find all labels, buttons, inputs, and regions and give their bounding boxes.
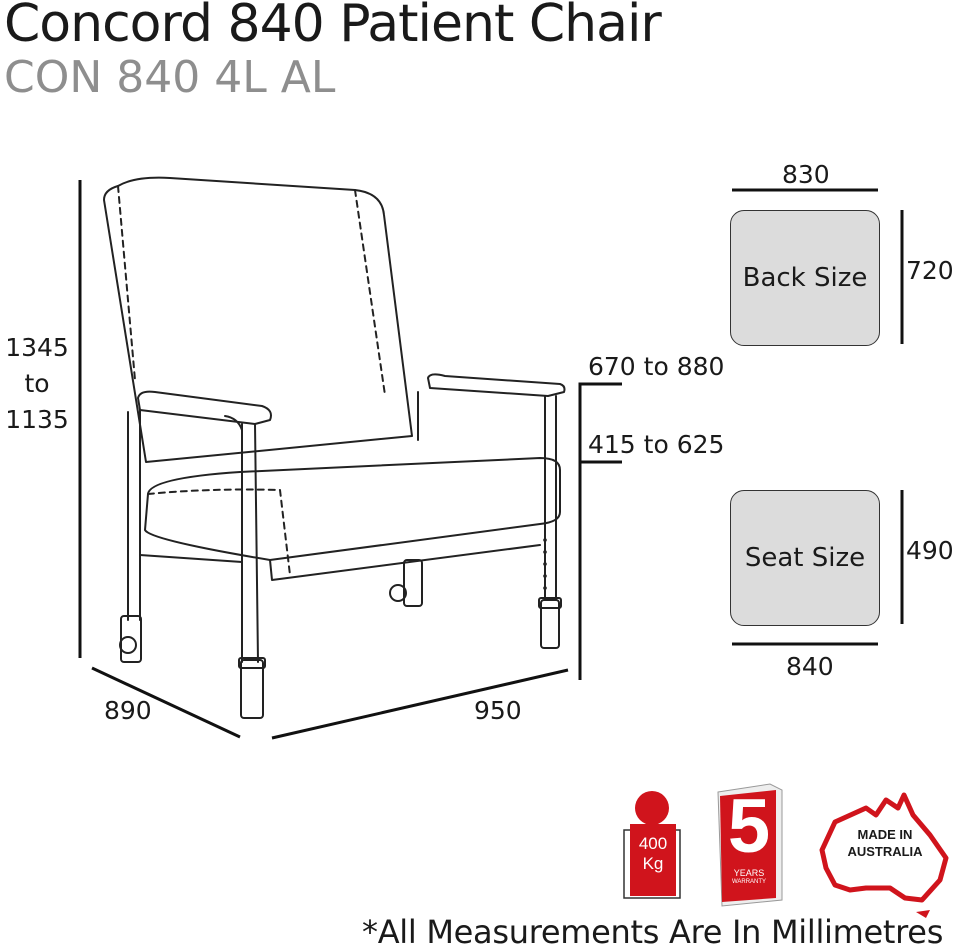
height-label: 1345 to 1135 <box>4 330 70 438</box>
back-left-leg <box>120 615 142 663</box>
back-size-box: Back Size <box>730 210 880 346</box>
depth-dim-line <box>91 666 241 739</box>
backrest-seam <box>117 185 136 381</box>
seat-size-label: Seat Size <box>744 543 866 573</box>
model-code: CON 840 4L AL <box>4 52 336 103</box>
warranty-badge-text: 5 YEARS WARRANTY <box>722 786 776 886</box>
origin-line2: AUSTRALIA <box>847 844 923 859</box>
width-dim-line <box>271 668 569 740</box>
weight-capacity-icon <box>623 791 681 899</box>
weight-value: 400 <box>638 834 668 853</box>
right-armrest <box>427 373 566 397</box>
height-max: 1345 <box>5 333 69 362</box>
page-title: Concord 840 Patient Chair <box>4 0 662 54</box>
back-height-label: 720 <box>906 256 954 285</box>
depth-label: 890 <box>104 696 152 725</box>
measurement-note: *All Measurements Are In Millimetres <box>362 913 944 951</box>
height-to: to <box>24 369 50 398</box>
front-left-leg <box>240 659 264 719</box>
seat-height-label: 415 to 625 <box>588 430 725 459</box>
back-width-label: 830 <box>782 160 830 189</box>
weight-unit: Kg <box>642 854 664 873</box>
origin-badge-text: MADE IN AUSTRALIA <box>830 826 940 860</box>
back-right-leg <box>403 559 423 607</box>
warranty-icon <box>717 783 783 907</box>
seat-cushion <box>144 457 561 561</box>
seat-width-label: 840 <box>786 652 834 681</box>
front-right-leg <box>540 599 560 649</box>
origin-line1: MADE IN <box>857 827 913 842</box>
backrest-seam-right <box>354 189 386 396</box>
seat-front <box>269 544 541 581</box>
seat-size-box: Seat Size <box>730 490 880 626</box>
left-armrest <box>137 390 272 425</box>
arm-seat-dim-line <box>578 382 622 680</box>
australia-map-icon <box>819 792 949 918</box>
back-size-label: Back Size <box>742 263 868 293</box>
warranty-word: WARRANTY <box>731 879 767 885</box>
seat-seam <box>147 488 291 576</box>
arm-height-label: 670 to 880 <box>588 352 725 381</box>
weight-badge-text: 400 Kg <box>630 834 676 874</box>
warranty-number: 5 <box>727 784 771 869</box>
seat-height-size-label: 490 <box>906 536 954 565</box>
width-label: 950 <box>474 696 522 725</box>
backrest-outline <box>103 176 413 463</box>
warranty-years: YEARS <box>733 868 765 878</box>
height-min: 1135 <box>5 405 69 434</box>
